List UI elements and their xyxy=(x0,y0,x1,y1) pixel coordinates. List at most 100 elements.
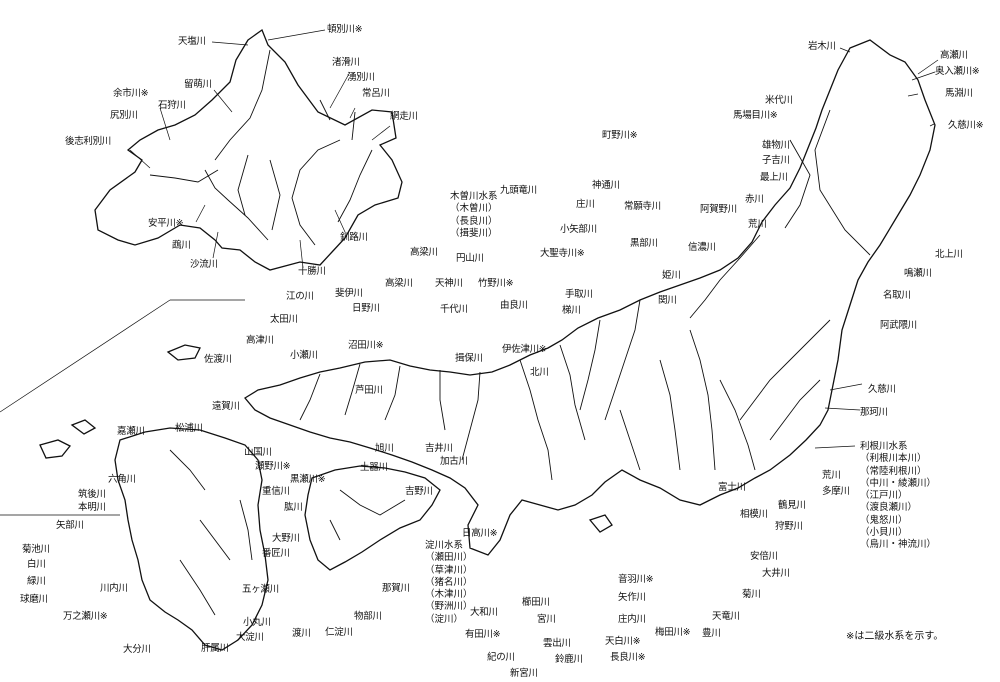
label-hii: 斐伊川 xyxy=(335,288,363,299)
label-yodo-system: 淀川水系 （瀬田川） （草津川） （猪名川） （木津川） （野洲川） （淀川） xyxy=(425,540,473,626)
yodo-title: 淀川水系 xyxy=(425,540,464,551)
label-kushiro: 釧路川 xyxy=(340,232,368,243)
label-abukuma: 阿武隈川 xyxy=(880,320,917,331)
label-kurose: 黒瀬川※ xyxy=(290,474,326,485)
label-babame: 馬場目川※ xyxy=(733,110,778,121)
label-matsuura: 松浦川 xyxy=(175,423,203,434)
tone-sub-8: （烏川・神流川） xyxy=(860,539,937,551)
kiso-sub-3: （揖斐川） xyxy=(450,227,498,239)
label-joganji: 常願寺川 xyxy=(624,201,661,212)
label-omaru: 小丸川 xyxy=(243,617,271,628)
tone-title: 利根川水系 xyxy=(860,441,908,452)
hokkaido-island xyxy=(94,28,403,271)
label-yamakuni: 山国川 xyxy=(244,447,272,458)
label-ibo: 揖保川 xyxy=(455,353,483,364)
label-abira: 安平川※ xyxy=(148,218,184,229)
label-yubetsu: 湧別川 xyxy=(347,72,375,83)
label-oi: 大井川 xyxy=(762,568,790,579)
tone-sub-7: （小貝川） xyxy=(860,527,908,539)
label-hiji: 肱川 xyxy=(284,502,303,513)
label-oyabe: 小矢部川 xyxy=(560,224,597,235)
label-arida: 有田川※ xyxy=(465,629,501,640)
label-sho: 庄川 xyxy=(576,199,595,210)
label-kako: 加古川 xyxy=(440,456,468,467)
label-chiyo: 千代川 xyxy=(440,304,468,315)
label-hino: 日野川 xyxy=(352,303,380,314)
inset-frame xyxy=(0,299,245,516)
label-umeda: 梅田川※ xyxy=(655,627,691,638)
label-ota: 太田川 xyxy=(270,314,298,325)
label-yoneshiro: 米代川 xyxy=(765,95,793,106)
label-shira: 白川 xyxy=(27,559,46,570)
label-yabe: 矢部川 xyxy=(56,520,84,531)
label-kiso-system: 木曽川水系 （木曽川） （長良川） （揖斐川） xyxy=(450,191,498,240)
label-kurobe: 黒部川 xyxy=(630,238,658,249)
label-tsurumi: 鶴見川 xyxy=(778,500,806,511)
label-ono: 大野川 xyxy=(272,533,300,544)
tone-sub-6: （鬼怒川） xyxy=(860,514,908,526)
label-tonbetsu: 頓別川※ xyxy=(327,24,363,35)
label-tenjin: 天神川 xyxy=(435,278,463,289)
label-tenshio: 天塩川 xyxy=(178,36,206,47)
label-iwaki: 岩木川 xyxy=(808,41,836,52)
label-kimotsuki: 肝属川 xyxy=(201,643,229,654)
label-natori: 名取川 xyxy=(883,290,911,301)
label-mukawa: 鵡川 xyxy=(172,240,191,251)
kiso-sub-1: （木曽川） xyxy=(450,203,498,215)
kiso-sub-2: （長良川） xyxy=(450,215,498,227)
label-midori: 緑川 xyxy=(27,576,46,587)
yodo-sub-3: （猪名川） xyxy=(425,576,473,588)
label-shinano: 信濃川 xyxy=(688,242,716,253)
label-rumoi: 留萌川 xyxy=(184,79,212,90)
label-jinzu: 神通川 xyxy=(592,180,620,191)
label-abe: 安倍川 xyxy=(750,551,778,562)
label-niyodo: 仁淀川 xyxy=(325,627,353,638)
label-shiribetsu: 尻別川 xyxy=(110,110,138,121)
label-mabechi: 馬淵川 xyxy=(945,88,973,99)
label-tokachi: 十勝川 xyxy=(298,266,326,277)
label-yura: 由良川 xyxy=(500,300,528,311)
label-numata: 沼田川※ xyxy=(348,340,384,351)
kyushu-island xyxy=(114,427,269,651)
yodo-sub-2: （草津川） xyxy=(425,564,473,576)
label-yahagi: 矢作川 xyxy=(618,592,646,603)
label-tokoro: 常呂川 xyxy=(362,88,390,99)
label-aka: 赤川 xyxy=(745,194,764,205)
label-kita: 北川 xyxy=(530,367,549,378)
label-ashida: 芦田川 xyxy=(355,385,383,396)
shikoku-island xyxy=(304,465,441,571)
label-onga: 遠賀川 xyxy=(212,401,240,412)
label-toyo: 豊川 xyxy=(702,628,721,639)
yodo-sub-6: （淀川） xyxy=(425,613,464,625)
tone-sub-3: （中川・綾瀬川） xyxy=(860,477,937,489)
label-kumozu: 雲出川 xyxy=(543,638,571,649)
label-chikugo: 筑後川 xyxy=(78,489,106,500)
label-suzuka: 鈴鹿川 xyxy=(555,654,583,665)
kiso-title: 木曽川水系 xyxy=(450,191,498,202)
label-otowa: 音羽川※ xyxy=(618,574,654,585)
label-takase: 高瀬川 xyxy=(940,50,968,61)
label-koyoshi: 子吉川 xyxy=(762,155,790,166)
label-ishikari: 石狩川 xyxy=(158,100,186,111)
label-gono: 江の川 xyxy=(286,291,314,302)
legend-note: ※は二級水系を示す。 xyxy=(846,631,944,642)
label-yoshino: 吉野川 xyxy=(405,486,433,497)
yodo-sub-5: （野洲川） xyxy=(425,601,473,613)
label-rokkaku: 六角川 xyxy=(108,474,136,485)
label-maruyama: 円山川 xyxy=(456,253,484,264)
label-machino: 町野川※ xyxy=(602,130,638,141)
sado-island xyxy=(166,344,201,361)
label-setono: 瀬野川※ xyxy=(255,461,291,472)
label-ara-tohoku: 荒川 xyxy=(748,219,767,230)
tone-sub-4: （江戸川） xyxy=(860,490,908,502)
label-kase: 嘉瀬川 xyxy=(117,426,145,437)
label-kakehashi: 梯川 xyxy=(562,305,581,316)
label-kiku: 菊川 xyxy=(742,589,761,600)
label-gokase: 五ヶ瀬川 xyxy=(242,584,279,595)
label-kano: 狩野川 xyxy=(775,521,803,532)
label-doki: 土器川 xyxy=(360,462,388,473)
label-naka-kanto: 那珂川 xyxy=(860,407,888,418)
label-sendai: 川内川 xyxy=(100,583,128,594)
